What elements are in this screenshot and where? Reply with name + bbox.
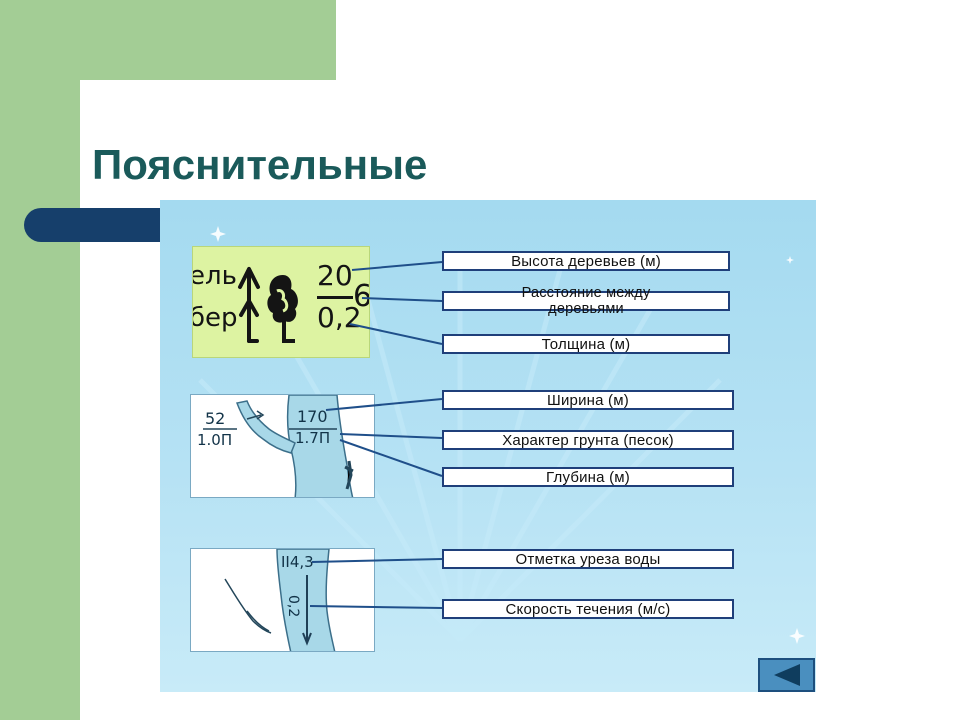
river-side-num: 52: [205, 409, 226, 428]
river-side-den: 1.0П: [197, 431, 233, 449]
label-tree-height: Высота деревьев (м): [442, 251, 730, 271]
forest-word-top: ель: [192, 261, 237, 291]
forest-tree-icons: [238, 267, 298, 343]
label-thickness: Толщина (м): [442, 334, 730, 354]
stream-shape: [224, 549, 336, 651]
river-depth-soil-value: 1.7П: [295, 429, 331, 447]
water-map-sample: II4,3 0,2: [190, 548, 375, 652]
forest-tree-height-value: 20: [317, 259, 353, 292]
label-width: Ширина (м): [442, 390, 734, 410]
label-water-mark: Отметка уреза воды: [442, 549, 734, 569]
label-flow-speed: Скорость течения (м/с): [442, 599, 734, 619]
water-elevation-value: II4,3: [281, 553, 314, 571]
label-soil: Характер грунта (песок): [442, 430, 734, 450]
label-depth: Глубина (м): [442, 467, 734, 487]
legend-panel: ель бер 20 0,2 6 52 1.0П 1: [160, 200, 816, 692]
forest-map-sample: ель бер 20 0,2 6: [192, 246, 370, 358]
flow-speed-value: 0,2: [285, 595, 301, 618]
label-tree-distance: Расстояние между деревьями: [442, 285, 730, 317]
label-tree-distance-text: Расстояние между деревьями: [521, 284, 651, 317]
back-button[interactable]: [758, 658, 815, 692]
river-map-sample: 52 1.0П 170 1.7П: [190, 394, 375, 498]
back-arrow-icon: [774, 664, 800, 686]
slide-title: Пояснительные: [92, 141, 428, 188]
forest-word-bottom: бер: [192, 303, 238, 333]
decor-green-top: [0, 0, 336, 80]
decor-white-corner: [80, 80, 140, 140]
forest-fraction-bar: [317, 296, 353, 299]
forest-spacing-value: 6: [353, 279, 369, 314]
decor-green-left: [0, 80, 80, 720]
river-width-value: 170: [297, 407, 328, 426]
